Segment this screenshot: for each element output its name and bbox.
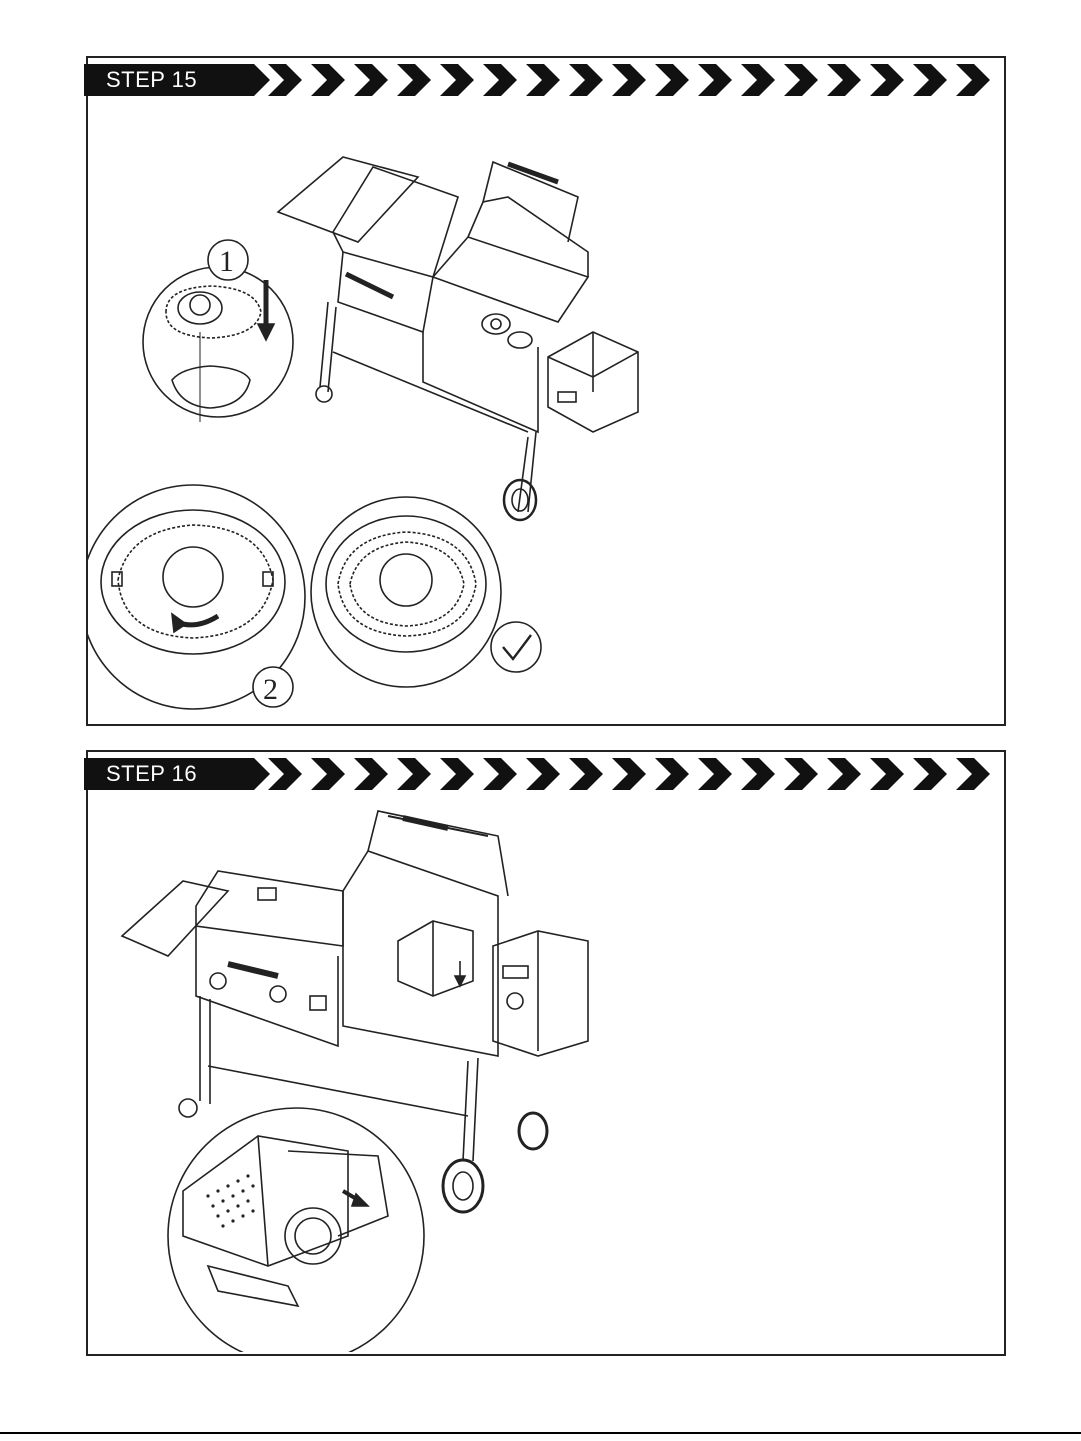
grill-drawing	[278, 157, 638, 520]
correct-position-detail	[311, 497, 501, 687]
step-16-panel: STEP 16	[86, 750, 1006, 1356]
chevron-icon	[268, 62, 1008, 98]
callout-number-1: 1	[219, 245, 234, 278]
grill-drawing	[122, 811, 588, 1212]
step-16-illustration	[88, 796, 1004, 1352]
step-15-panel: STEP 15	[86, 56, 1006, 726]
step-15-illustration: 1 2	[88, 102, 1004, 722]
chevron-icon	[268, 756, 1008, 792]
step-16-label: STEP 16	[84, 758, 254, 790]
callout-1-detail	[143, 267, 293, 422]
page-bottom-rule	[0, 1432, 1081, 1434]
callout-number-2: 2	[263, 673, 278, 706]
step-15-header: STEP 15	[88, 58, 1004, 100]
step-16-header: STEP 16	[88, 752, 1004, 794]
firepot-detail	[168, 1108, 424, 1352]
step-15-label: STEP 15	[84, 64, 254, 96]
